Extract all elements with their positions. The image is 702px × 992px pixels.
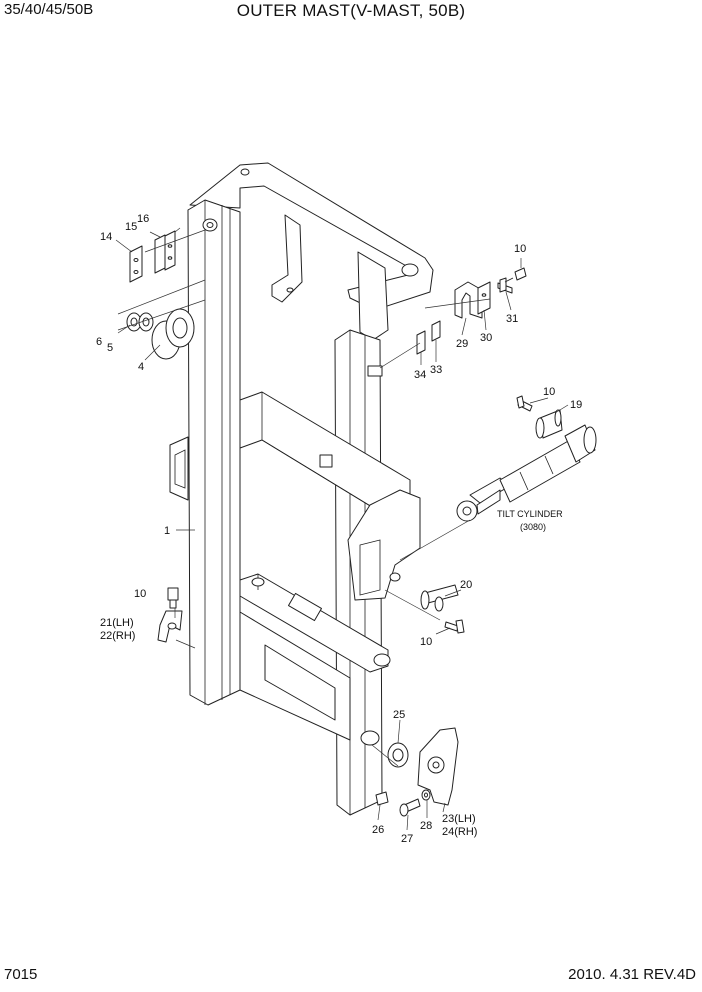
callout-27: 27 <box>401 833 413 845</box>
callout-30: 30 <box>480 332 492 344</box>
callout-16: 16 <box>137 213 149 225</box>
outer-mast-assembly <box>169 162 434 816</box>
callout-29: 29 <box>456 338 468 350</box>
callout-25: 25 <box>393 709 405 721</box>
part-31-bolt <box>497 277 513 294</box>
callout-22-rh: 22(RH) <box>100 630 135 642</box>
callout-28: 28 <box>420 820 432 832</box>
tilt-cylinder <box>456 424 597 522</box>
callout-10-cylinder: 10 <box>543 386 555 398</box>
mast-right-bracket <box>357 251 389 341</box>
leader-lines <box>115 227 569 831</box>
part-27-bolt <box>399 798 421 817</box>
crossmember-tab <box>319 454 333 468</box>
part-10-bolt-pin <box>444 619 465 634</box>
callout-23-lh: 23(LH) <box>442 813 476 825</box>
part-33-shim <box>431 320 441 342</box>
callout-5: 5 <box>107 342 113 354</box>
callout-31: 31 <box>506 313 518 325</box>
part-28-washer <box>421 789 431 801</box>
callout-24-rh: 24(RH) <box>442 826 477 838</box>
mast-top-crossmember <box>189 162 434 311</box>
callout-21-lh: 21(LH) <box>100 617 134 629</box>
callout-19: 19 <box>570 399 582 411</box>
callout-34: 34 <box>414 369 426 381</box>
part-21-22-bracket <box>157 610 183 643</box>
part-20-pin <box>420 584 459 612</box>
revision-date: 2010. 4.31 REV.4D <box>568 966 696 983</box>
callout-15: 15 <box>125 221 137 233</box>
part-16-shim <box>164 230 176 271</box>
part-10-bolt-cylinder <box>516 395 533 412</box>
part-10-bolt-top <box>504 267 527 283</box>
page-title: OUTER MAST(V-MAST, 50B) <box>236 1 466 20</box>
part-6-shim <box>126 312 142 332</box>
callout-10-pin: 10 <box>420 636 432 648</box>
part-26-nut <box>375 791 389 806</box>
mast-left-rail <box>187 199 241 706</box>
callout-26: 26 <box>372 824 384 836</box>
callout-10-top: 10 <box>514 243 526 255</box>
part-23-24-mounting-block <box>417 727 459 806</box>
part-4-roller <box>151 308 195 360</box>
part-10-bolt-left <box>167 587 179 609</box>
lower-crossmember-slot <box>288 592 322 622</box>
mast-pivot-boss <box>360 730 380 746</box>
callout-labels: 1 4 5 6 10 10 10 10 14 15 16 19 20 21(LH… <box>96 213 582 845</box>
callout-20: 20 <box>460 579 472 591</box>
callout-6: 6 <box>96 336 102 348</box>
tilt-cylinder-ref: (3080) <box>520 522 546 532</box>
part-15-shim <box>154 234 166 274</box>
tilt-cylinder-label: TILT CYLINDER <box>497 509 563 519</box>
part-14-plate <box>129 245 143 283</box>
model-number: 35/40/45/50B <box>4 1 94 18</box>
mast-upper-bracket <box>271 214 303 303</box>
callout-4: 4 <box>138 361 144 373</box>
rail-tab <box>367 365 383 377</box>
part-19-pin <box>535 409 563 439</box>
left-tilt-bracket <box>169 436 189 501</box>
page-number: 7015 <box>4 966 38 983</box>
right-tilt-bracket <box>347 489 421 601</box>
part-29-clamp <box>454 281 483 319</box>
callout-1: 1 <box>164 525 170 537</box>
callout-33: 33 <box>430 364 442 376</box>
part-34-shim <box>416 330 426 355</box>
part-30-plate <box>477 281 491 315</box>
part-25-bushing <box>387 742 409 768</box>
callout-10-left: 10 <box>134 588 146 600</box>
callout-14: 14 <box>100 231 112 243</box>
